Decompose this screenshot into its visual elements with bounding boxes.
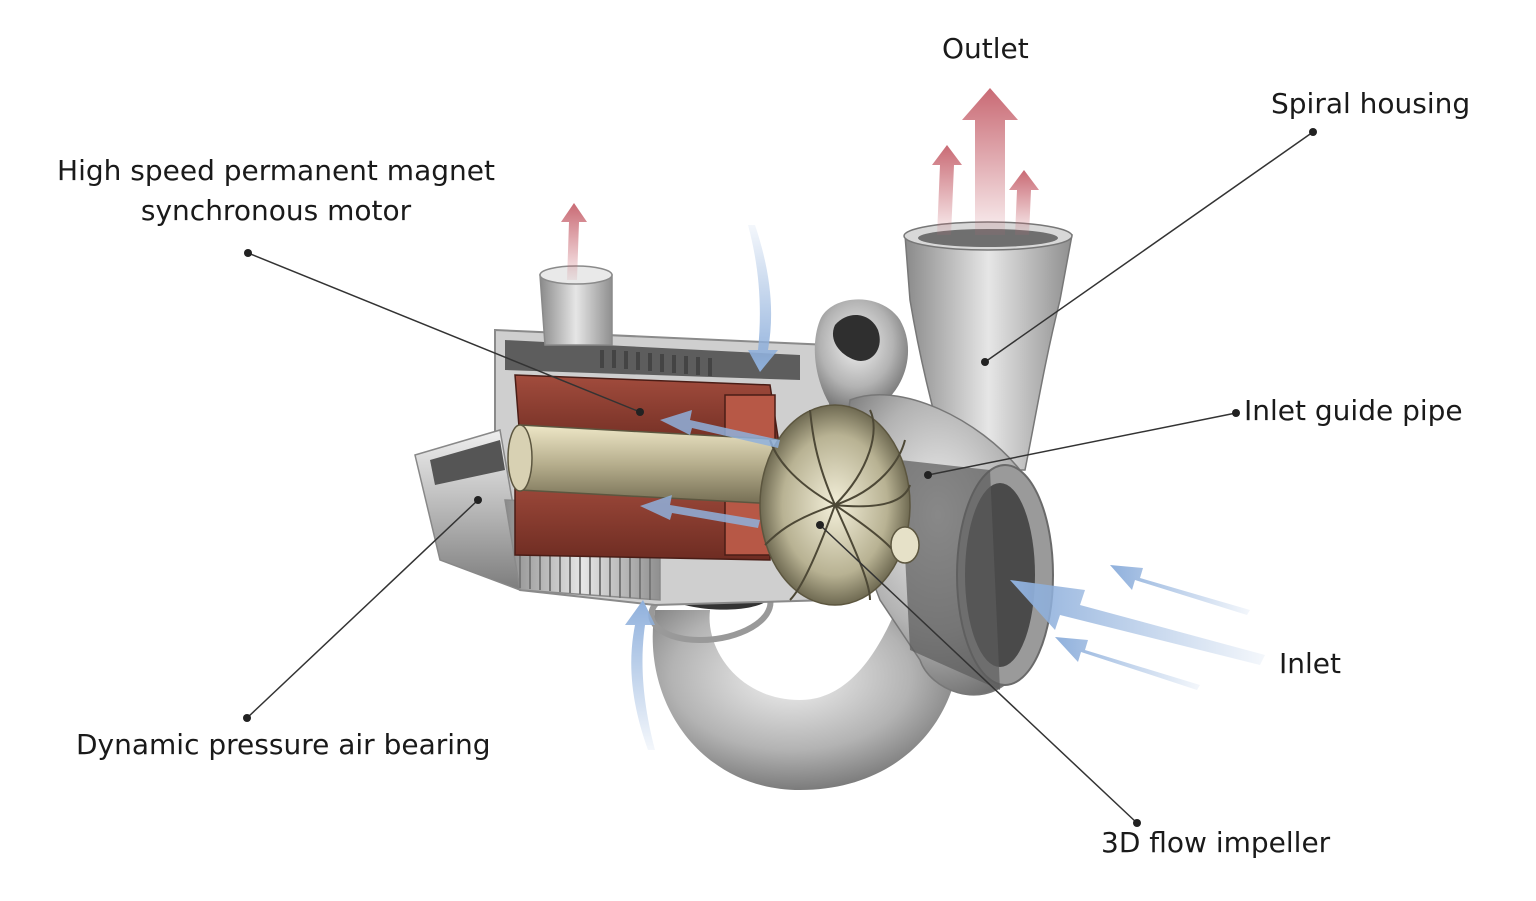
leader-motor [247,252,641,413]
leader-spiral-housing [984,131,1314,363]
dot-impeller [816,521,824,529]
leader-impeller [819,524,1138,824]
label-motor: High speed permanent magnet synchronous … [46,154,506,227]
dot-motor-end [244,249,252,257]
dot-spiral-end [1309,128,1317,136]
dot-guide-end [1232,409,1240,417]
leader-air-bearing [246,499,479,719]
dot-bearing-end [243,714,251,722]
label-impeller: 3D flow impeller [1101,826,1331,859]
label-spiral-housing: Spiral housing [1271,87,1471,120]
dot-motor [636,408,644,416]
dot-bearing [474,496,482,504]
leader-inlet-guide-pipe [927,412,1237,476]
outlet-flow-arrows [561,88,1039,280]
label-motor-line1: High speed permanent magnet [57,154,495,187]
inlet-flow-arrows [625,225,1265,750]
leader-dots [243,128,1317,827]
leader-lines [246,131,1314,824]
label-motor-line2: synchronous motor [140,193,412,227]
dot-spiral [981,358,989,366]
label-inlet: Inlet [1279,647,1341,680]
dot-guide [924,471,932,479]
volute-upper [814,299,909,410]
label-air-bearing: Dynamic pressure air bearing [76,728,491,761]
label-outlet: Outlet [942,32,1029,65]
dot-impeller-end [1133,819,1141,827]
label-inlet-guide-pipe: Inlet guide pipe [1244,394,1463,427]
